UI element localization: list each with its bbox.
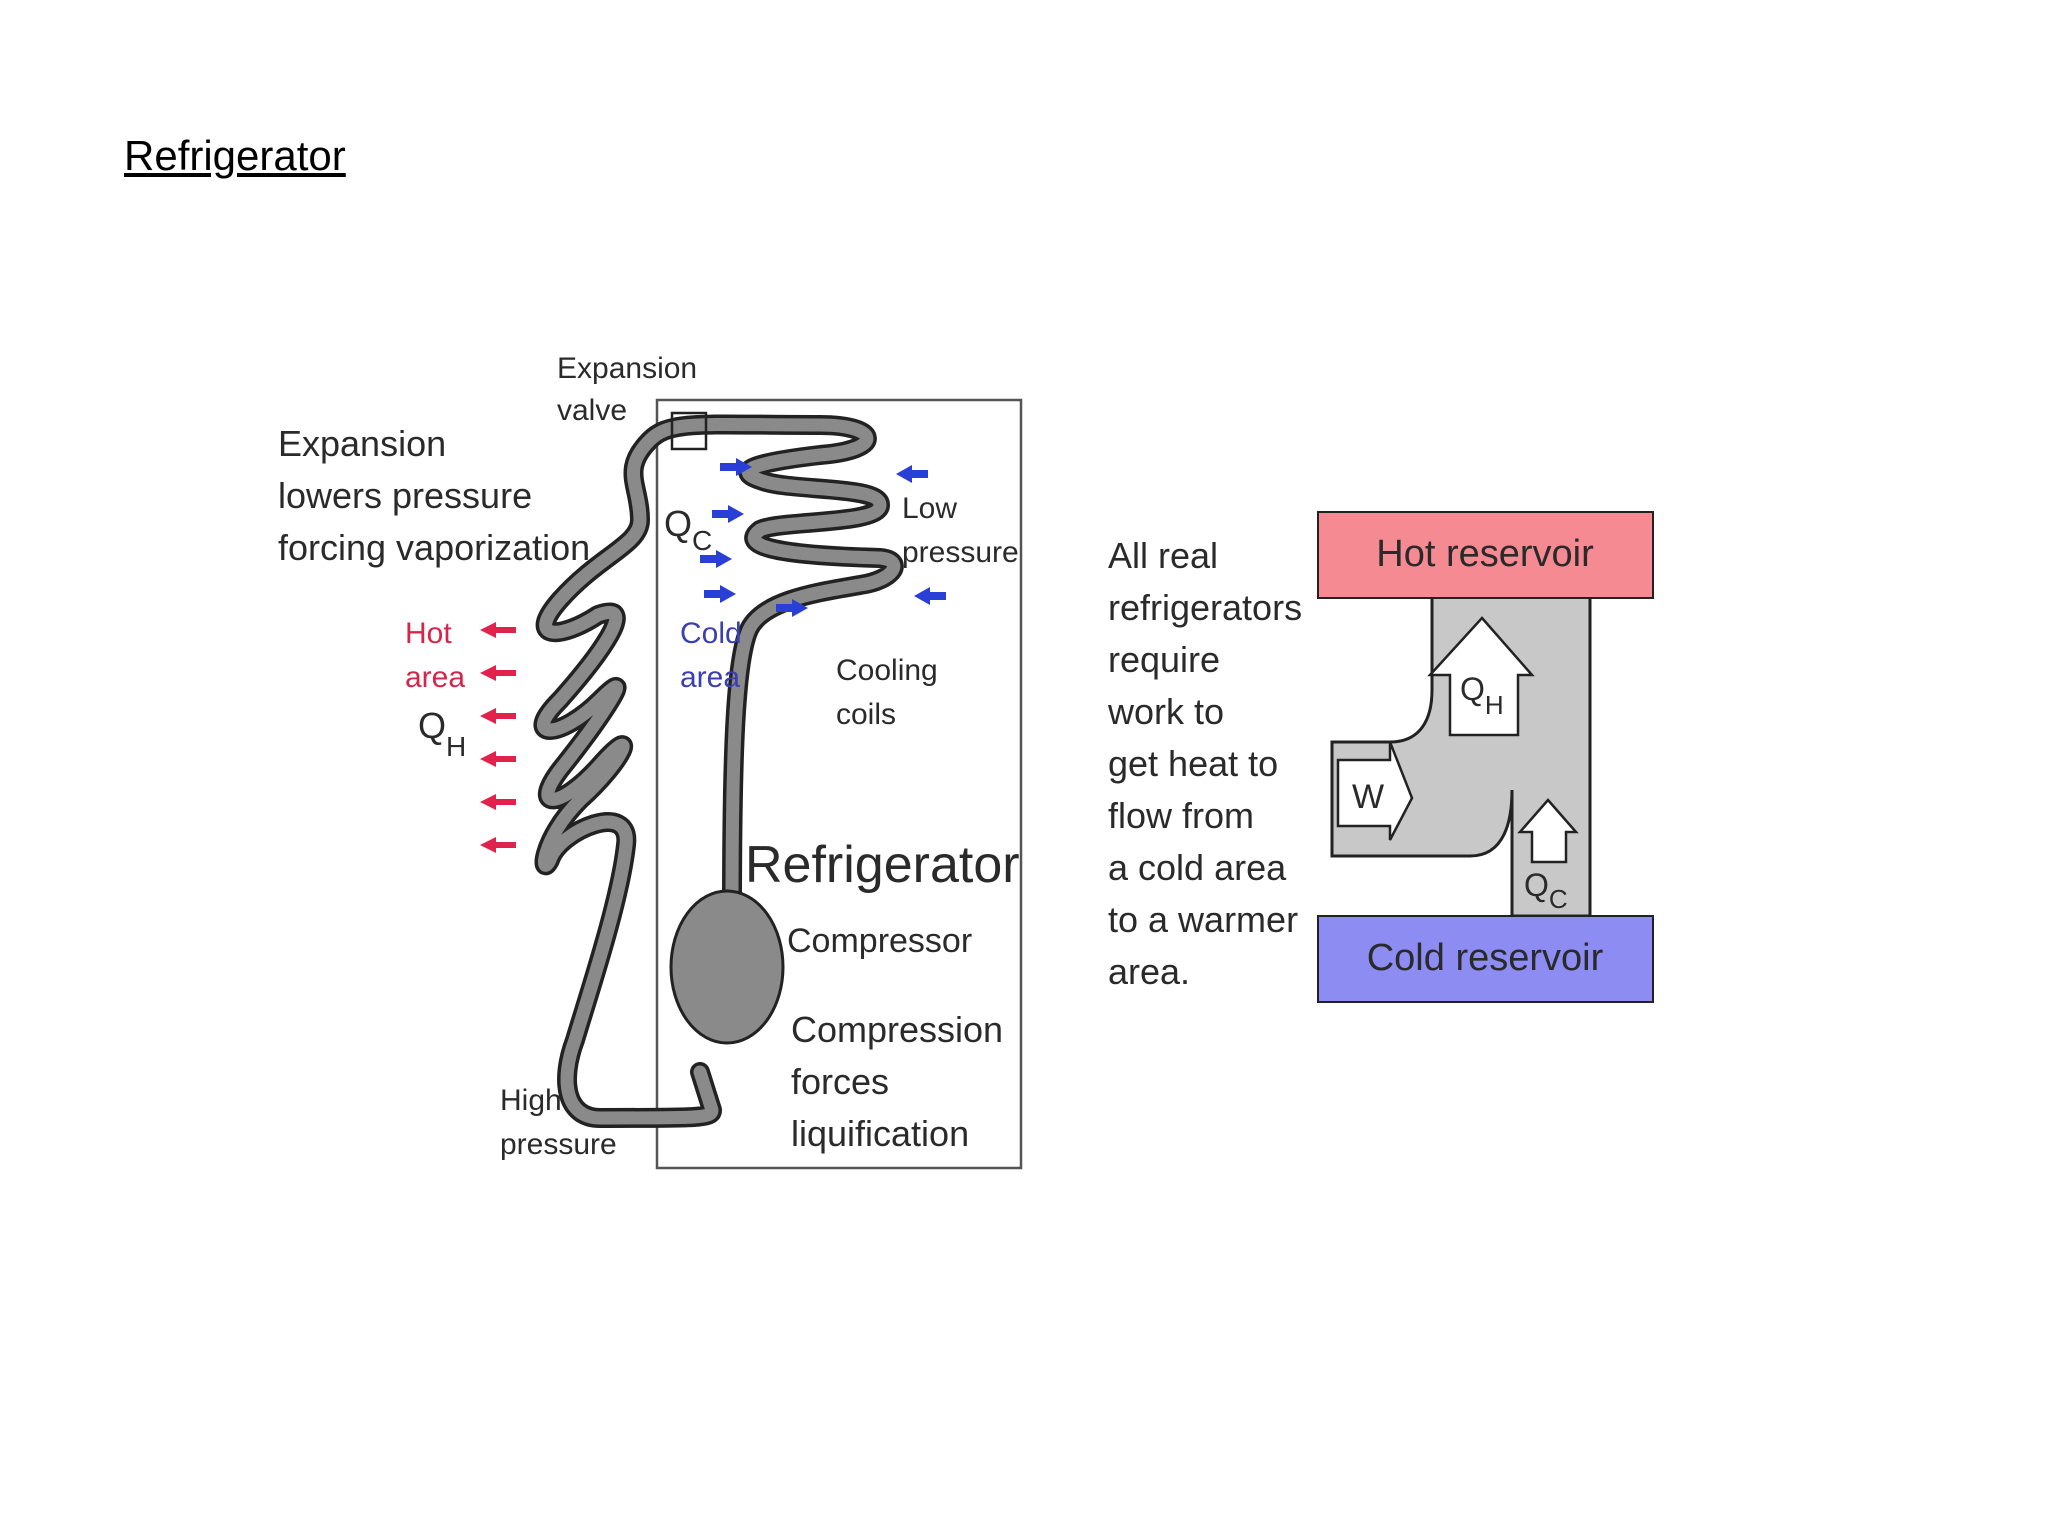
slide-title: Refrigerator (124, 132, 346, 179)
cold-arrow (700, 550, 732, 568)
hot-reservoir (1317, 511, 1654, 599)
cold-arrow (720, 458, 752, 476)
cold-arrow (776, 599, 808, 617)
cold-arrows (700, 458, 946, 617)
reservoir-caption: All real refrigerators require work to g… (1107, 535, 1312, 992)
expansion-valve (670, 411, 708, 451)
compression-note: Compression forces liquification (791, 1009, 1013, 1154)
compressor-label: Compressor (787, 922, 972, 960)
hot-area-label: Hot area (405, 617, 465, 694)
hot-arrow (480, 794, 516, 810)
expansion-note: Expansion lowers pressure forcing vapori… (278, 423, 590, 568)
high-pressure-label: High pressure (500, 1084, 617, 1161)
cooling-coils-label: Cooling coils (836, 654, 946, 731)
hot-arrow (480, 622, 516, 638)
hot-arrow (480, 751, 516, 767)
refrigerator-box-title: Refrigerator (745, 836, 1020, 894)
hot-arrow (480, 837, 516, 853)
cold-arrow (896, 465, 928, 483)
qc-arrow (1517, 798, 1579, 864)
reservoir-diagram: All real refrigerators require work to g… (1107, 511, 1654, 1003)
cold-reservoir (1317, 915, 1654, 1003)
refrigerator-schematic: Expansion valve Expansion lowers pressur… (278, 352, 1023, 1170)
cold-arrow (704, 585, 736, 603)
cold-reservoir-label: Cold reservoir (1367, 937, 1604, 979)
hot-arrows (480, 622, 516, 853)
hot-arrow (480, 708, 516, 724)
qc-arrow-label: QC (1524, 867, 1568, 914)
heat-flow-channel (1330, 595, 1592, 918)
cold-area-label: Cold area (680, 617, 750, 694)
qh-arrow (1427, 616, 1535, 737)
cold-arrow (712, 505, 744, 523)
expansion-valve-label: Expansion valve (557, 352, 705, 427)
qh-label: QH (418, 705, 466, 762)
work-arrow (1336, 741, 1414, 841)
compressor (669, 889, 785, 1045)
cold-arrow (914, 587, 946, 605)
hot-arrow (480, 665, 516, 681)
hot-reservoir-label: Hot reservoir (1376, 533, 1594, 575)
work-arrow-label: W (1352, 778, 1384, 816)
qh-arrow-label: QH (1460, 671, 1504, 720)
low-pressure-label: Low pressure (902, 492, 1019, 569)
qc-label: QC (664, 503, 712, 556)
